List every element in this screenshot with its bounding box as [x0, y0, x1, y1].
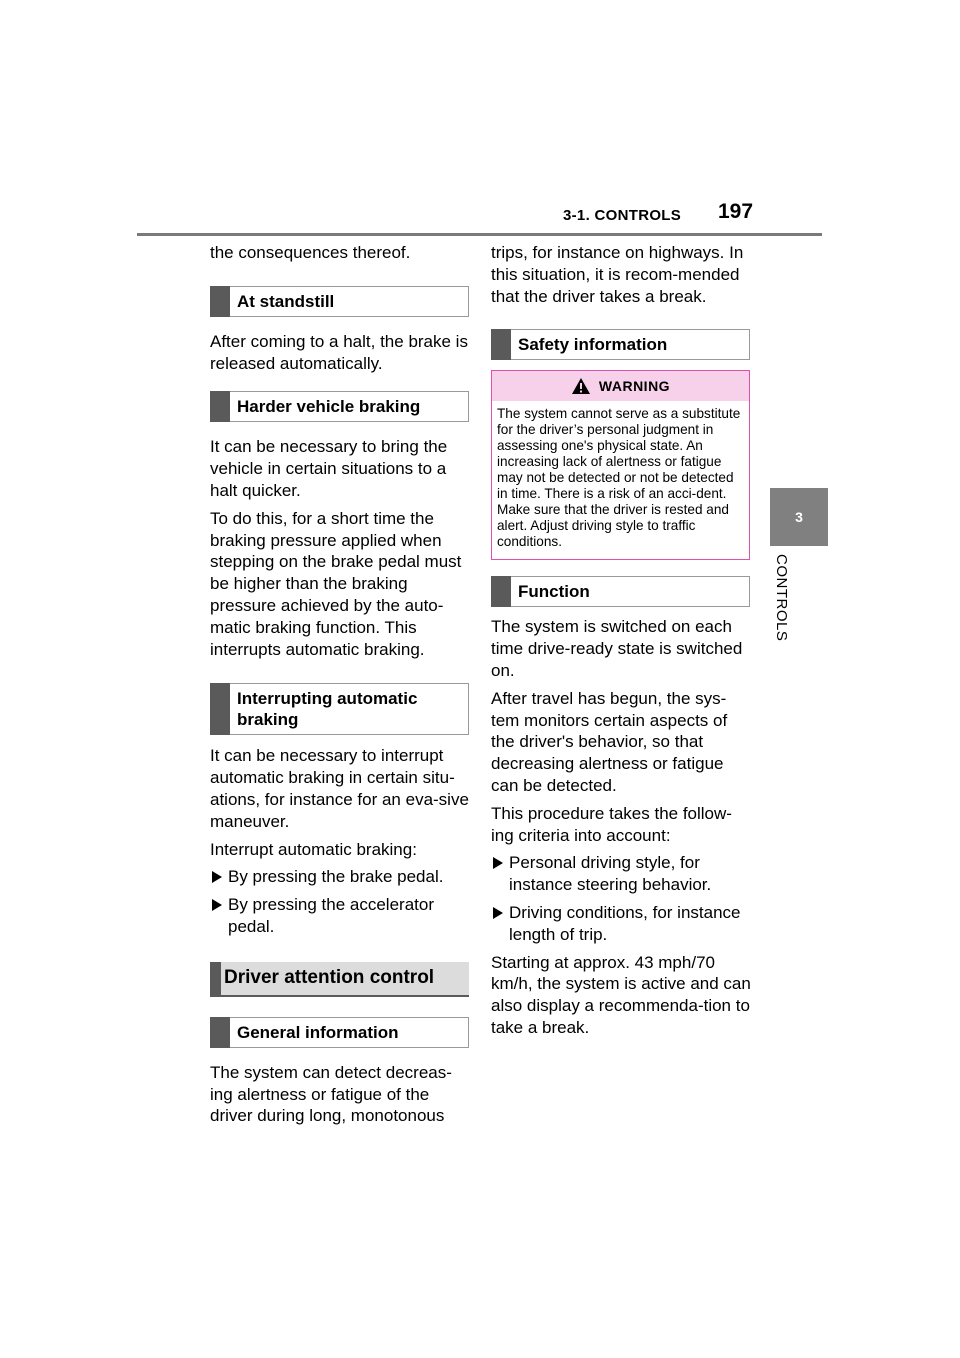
paragraph: the consequences thereof.	[210, 243, 411, 262]
header-rule	[137, 233, 822, 236]
list-item: By pressing the accelerator pedal.	[210, 894, 470, 938]
warning-box: WARNING The system cannot serve as a sub…	[491, 370, 750, 561]
left-column: the consequences thereof. At standstill …	[210, 242, 470, 1133]
list-item: By pressing the brake pedal.	[210, 866, 470, 888]
right-column: trips, for instance on highways. In this…	[491, 242, 751, 1045]
paragraph: It can be necessary to interrupt automat…	[210, 746, 469, 831]
warning-header: WARNING	[492, 371, 749, 402]
paragraph: The system can detect decreas-ing alertn…	[210, 1062, 452, 1126]
triangle-bullet-icon	[212, 871, 222, 884]
paragraph: Starting at approx. 43 mph/70 km/h, the …	[491, 952, 751, 1037]
paragraph: It can be necessary to bring the vehicle…	[210, 437, 448, 500]
subheading-safety-information: Safety information	[491, 329, 750, 361]
section-heading-driver-attention: Driver attention control	[210, 961, 469, 997]
list-item: Personal driving style, for instance ste…	[491, 852, 751, 896]
page-number: 197	[718, 200, 754, 223]
warning-title: WARNING	[598, 378, 671, 395]
subheading-function: Function	[491, 576, 750, 608]
subheading-at-standstill: At standstill	[210, 285, 469, 317]
paragraph: Interrupt automatic braking:	[210, 839, 417, 859]
chapter-tab: 3	[770, 488, 828, 546]
paragraph: To do this, for a short time the braking…	[210, 508, 462, 659]
subheading-general-information: General information	[210, 1016, 469, 1048]
warning-text: The system cannot serve as a substitute …	[497, 406, 741, 550]
paragraph: After travel has begun, the sys-tem moni…	[491, 688, 728, 795]
warning-triangle-icon	[571, 378, 590, 395]
triangle-bullet-icon	[493, 906, 503, 919]
triangle-bullet-icon	[212, 899, 222, 912]
page-header-section: 3-1. CONTROLS	[563, 207, 682, 224]
paragraph: After coming to a halt, the brake is rel…	[210, 331, 468, 373]
paragraph: This procedure takes the follow-ing crit…	[491, 803, 732, 845]
list-item: Driving conditions, for instance length …	[491, 902, 751, 946]
subheading-interrupting-braking: Interrupting automatic braking	[210, 683, 469, 736]
paragraph: trips, for instance on highways. In this…	[491, 243, 744, 306]
paragraph: The system is switched on each time driv…	[491, 617, 743, 680]
chapter-side-label: CONTROLS	[773, 554, 790, 642]
triangle-bullet-icon	[493, 857, 503, 870]
subheading-harder-braking: Harder vehicle braking	[210, 391, 469, 423]
